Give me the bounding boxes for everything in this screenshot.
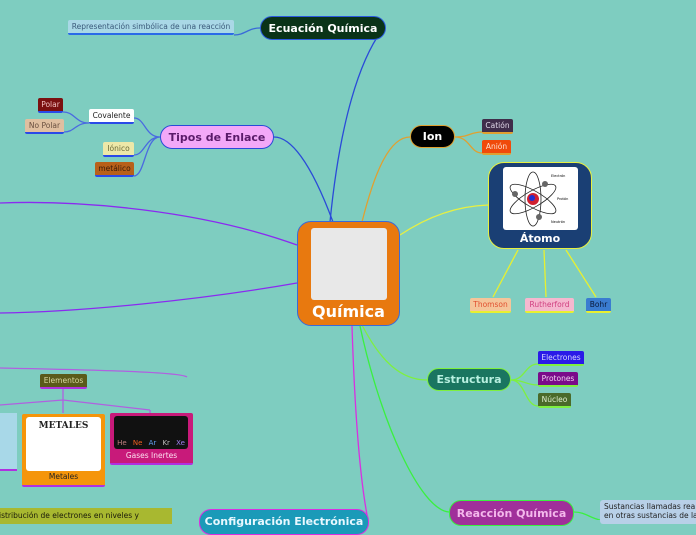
gases-inertes-label: Gases Inertes (125, 451, 178, 460)
node-metalico[interactable]: metálico (95, 162, 134, 177)
node-ionico[interactable]: Iónico (103, 142, 134, 157)
node-metales[interactable]: METALES Metales (22, 414, 105, 487)
node-estructura[interactable]: Estructura (427, 368, 511, 391)
node-polar[interactable]: Polar (38, 98, 63, 113)
node-thomson[interactable]: Thomson (470, 298, 511, 313)
central-node-quimica[interactable]: Química (297, 221, 400, 326)
node-ion[interactable]: Ion (410, 125, 455, 148)
configuracion-description[interactable]: istribución de electrones en niveles y (0, 508, 172, 524)
connector-lines (0, 27, 601, 520)
node-rutherford[interactable]: Rutherford (525, 298, 574, 313)
node-electrones[interactable]: Electrones (538, 351, 584, 366)
node-anion[interactable]: Anión (482, 140, 511, 155)
metales-label: Metales (48, 472, 79, 481)
lab-equipment-image (311, 228, 387, 300)
node-reaccion-quimica[interactable]: Reacción Química (449, 500, 574, 526)
node-nucleo[interactable]: Núcleo (538, 393, 571, 408)
node-protones[interactable]: Protones (538, 372, 578, 387)
node-gases-inertes[interactable]: He Ne Ar Kr Xe Gases Inertes (110, 413, 193, 465)
node-bohr[interactable]: Bohr (586, 298, 611, 313)
node-no-polar[interactable]: No Polar (25, 119, 64, 134)
gas-kr: Kr (162, 439, 170, 447)
ecuacion-description[interactable]: Representación simbólica de una reacción (68, 20, 234, 35)
reaccion-description[interactable]: Sustancias llamadas rea en otras sustanc… (600, 500, 696, 524)
gas-he: He (117, 439, 127, 447)
metals-image: METALES (26, 417, 101, 471)
central-label: Química (312, 302, 385, 321)
gas-ar: Ar (148, 439, 157, 447)
node-tipos-de-enlace[interactable]: Tipos de Enlace (160, 125, 274, 149)
node-partial-card[interactable] (0, 413, 17, 471)
noble-gases-image: He Ne Ar Kr Xe (114, 416, 188, 449)
label-neutron: Neutrón (551, 220, 565, 224)
gas-ne: Ne (132, 439, 143, 447)
node-covalente[interactable]: Covalente (89, 109, 134, 124)
node-ecuacion-quimica[interactable]: Ecuación Química (260, 16, 386, 40)
node-configuracion-electronica[interactable]: Configuración Electrónica (199, 509, 369, 535)
gas-xe: Xe (176, 439, 185, 447)
node-cation[interactable]: Catión (482, 119, 513, 134)
node-elementos[interactable]: Elementos (40, 374, 87, 389)
atomo-label: Átomo (519, 232, 561, 245)
label-proton: Protón (557, 197, 568, 201)
label-electron: Electrón (551, 174, 565, 178)
